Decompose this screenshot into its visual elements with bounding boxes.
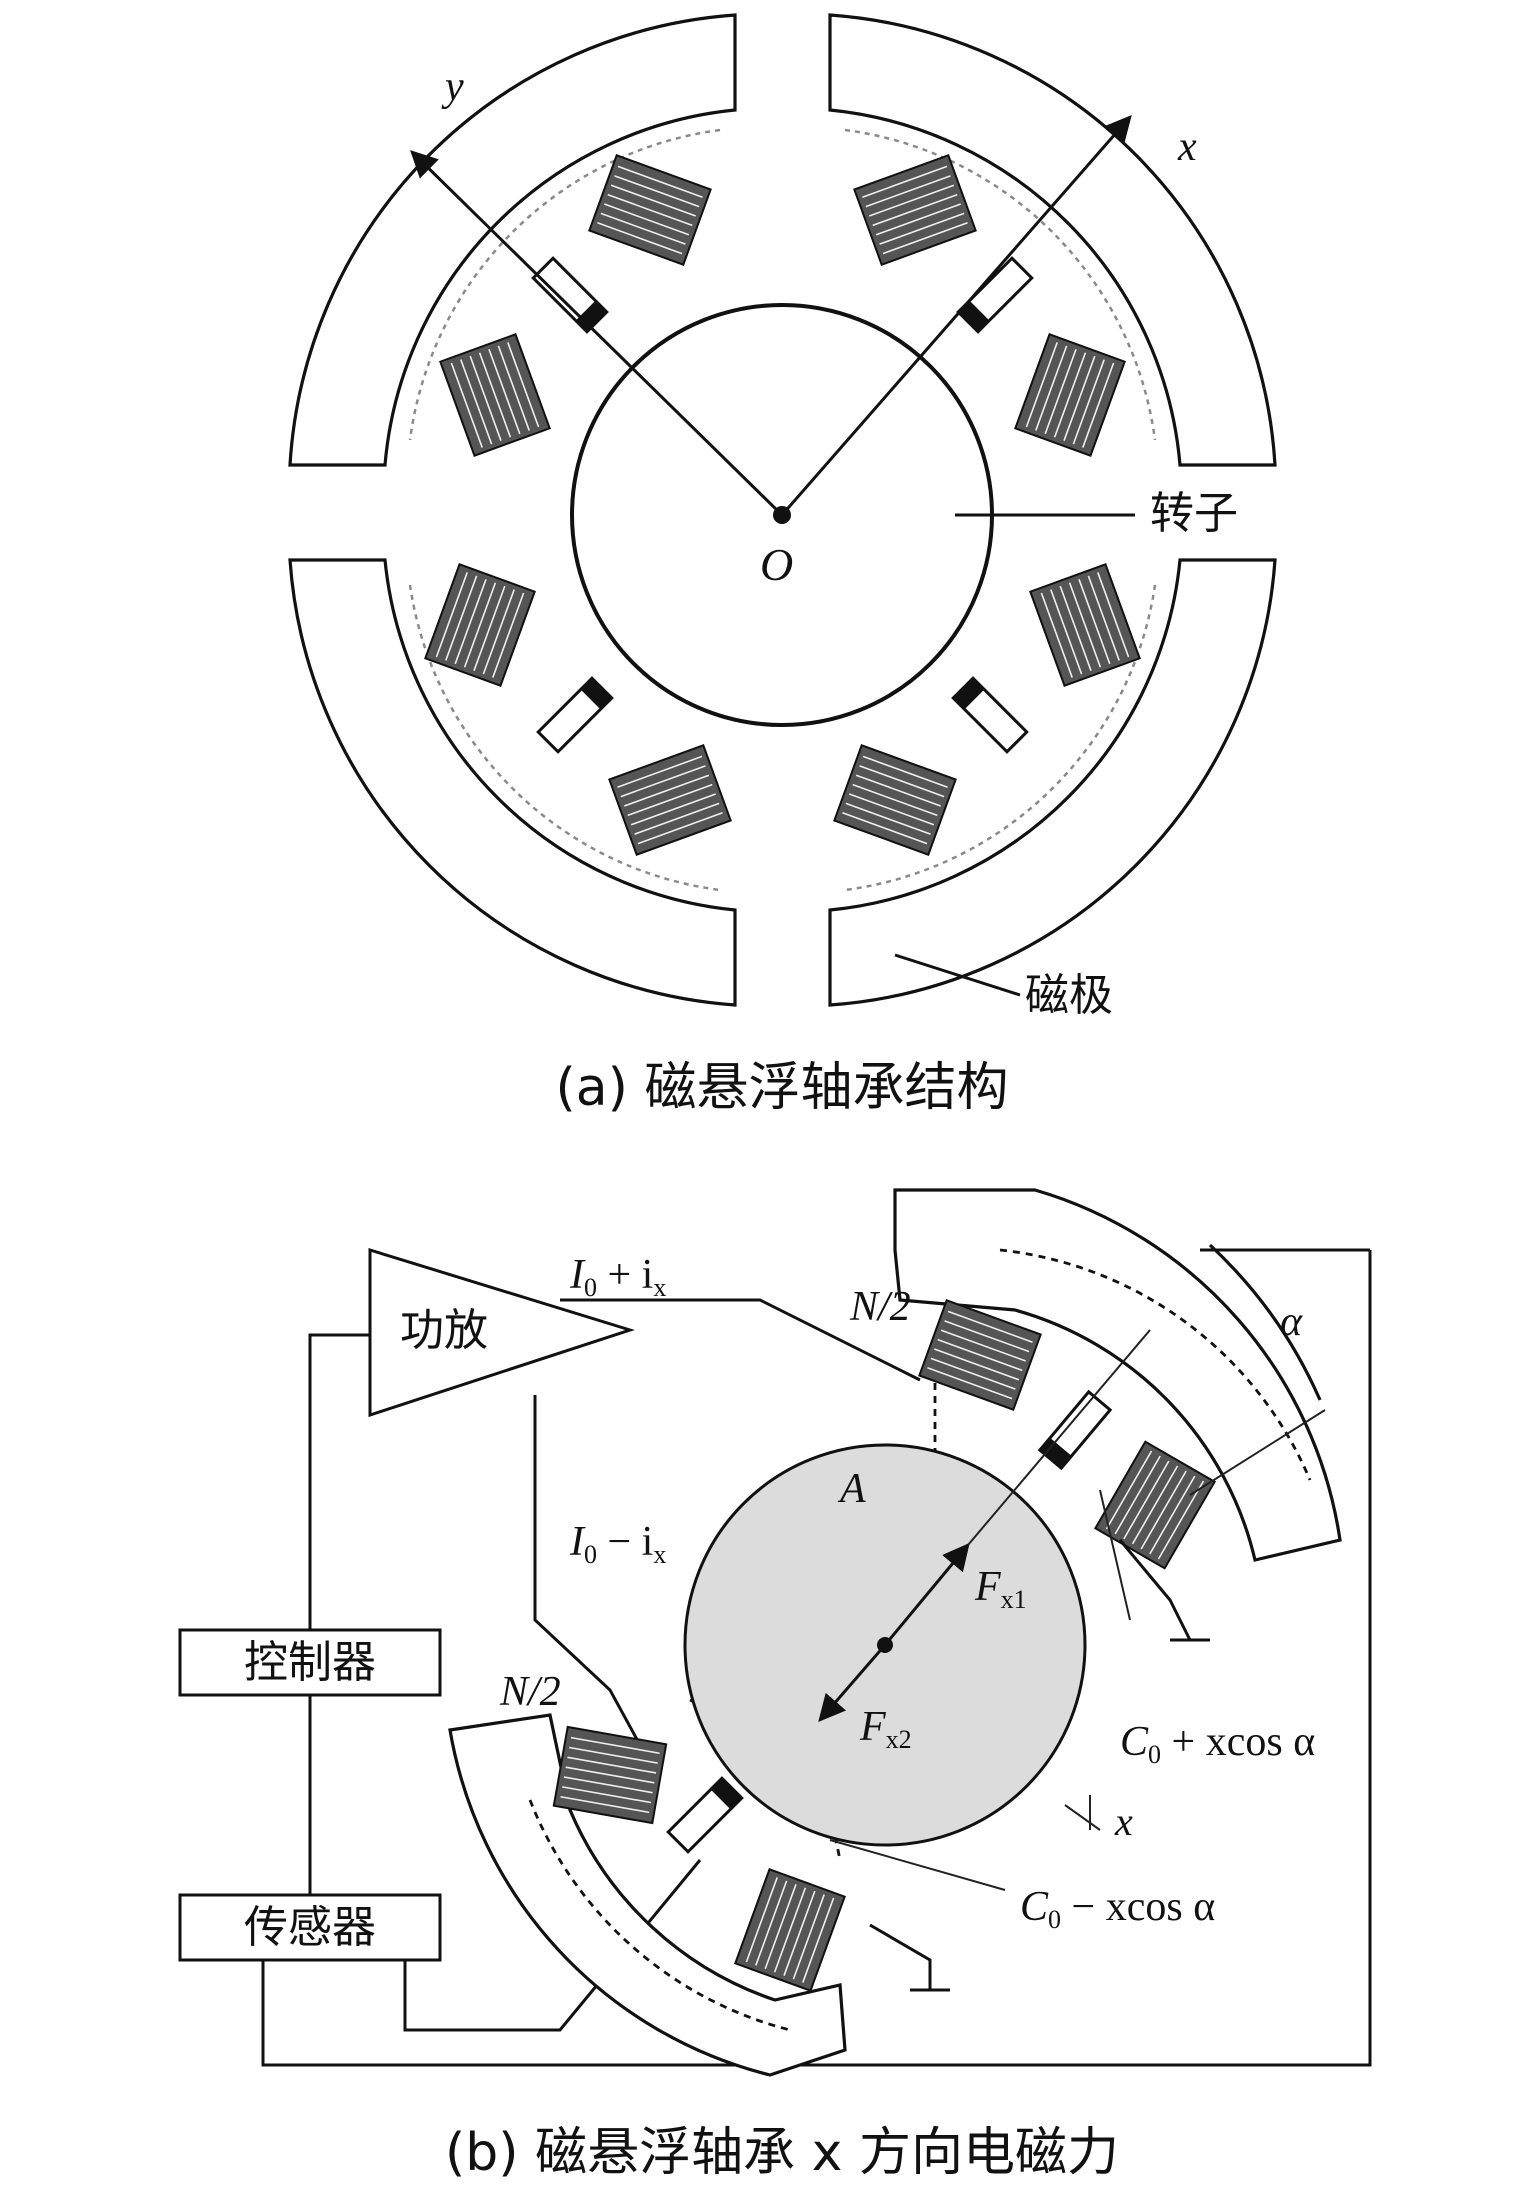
y-axis-arrow [410, 150, 784, 517]
stator-quadrant-top-right [828, 13, 1277, 467]
y-axis-label: y [441, 64, 464, 110]
origin-label: O [760, 539, 793, 590]
sensor-probe-1 [531, 256, 609, 334]
caption-a: (a) 磁悬浮轴承结构 [556, 1058, 1009, 1118]
gap-plus-leader [1099, 1489, 1131, 1621]
gap-plus-label: C0 + xcos α [1120, 1719, 1315, 1769]
coil-8 [833, 744, 957, 856]
sensor-probe-lower [666, 1776, 744, 1854]
angle-reference-line [1189, 1409, 1326, 1496]
wire-amp-controller [308, 1333, 370, 1630]
force-x1-label: Fx1 [974, 1564, 1027, 1614]
wire-current-plus [560, 1298, 921, 1382]
pole-label: 磁极 [1025, 970, 1113, 1021]
stator-quadrant-bottom-left [288, 558, 737, 1007]
amplifier-label: 功放 [400, 1305, 488, 1356]
force-x2-arrow [818, 1644, 887, 1723]
amplifier-triangle [368, 1247, 635, 1418]
turns-bottom-label: N/2 [499, 1669, 561, 1715]
sensor-label: 传感器 [244, 1902, 376, 1953]
coil-1 [588, 154, 712, 266]
force-x1-arrow [883, 1542, 970, 1646]
sensor-probe-upper [1038, 1390, 1112, 1470]
x-direction-line [967, 1329, 1151, 1546]
sensor-probe-4 [951, 676, 1029, 754]
figure-b-electromagnetic-force: 功放 控制器 传感器 [178, 1188, 1372, 2183]
ground-wire-lower [869, 1923, 932, 1990]
wire-outer-loop [261, 1250, 1372, 2067]
coil-5 [424, 563, 536, 687]
current-minus-label: I0 − ix [569, 1519, 666, 1569]
coil-3 [853, 154, 977, 266]
current-plus-label: I0 + ix [569, 1252, 666, 1302]
gap-minus-label: C0 − xcos α [1020, 1884, 1215, 1934]
x-axis-label: x [1177, 124, 1197, 170]
coil-upper-left [918, 1299, 1042, 1411]
coil-6 [608, 744, 732, 856]
x-axis-arrow [780, 114, 1132, 516]
stator-quadrant-top-left [288, 13, 737, 467]
force-x2-label: Fx2 [859, 1704, 912, 1754]
coil-4 [1014, 333, 1126, 457]
sensor-probe-3 [536, 676, 614, 754]
pole-leader-line [894, 953, 1021, 997]
coil-lower-right [734, 1868, 846, 1992]
point-a-label: A [837, 1466, 866, 1512]
displacement-label: x [1114, 1799, 1133, 1844]
rotor-label: 转子 [1150, 488, 1238, 539]
displacement-tick [1064, 1804, 1101, 1831]
coil-2 [439, 333, 551, 457]
ground-wire-upper [1118, 1539, 1192, 1641]
turns-top-label: N/2 [849, 1284, 911, 1330]
coil-lower-left [552, 1725, 668, 1825]
wire-current-minus [533, 1395, 642, 1746]
controller-label: 控制器 [244, 1637, 376, 1688]
stator-quadrant-bottom-right [828, 558, 1277, 1007]
caption-b: (b) 磁悬浮轴承 x 方向电磁力 [445, 2123, 1119, 2183]
gap-minus-leader [829, 1839, 1006, 1891]
figure-a-bearing-structure: y x O 转子 磁极 (a) 磁悬浮轴承结构 [288, 13, 1277, 1118]
coil-7 [1029, 563, 1141, 687]
angle-label: α [1280, 1299, 1303, 1345]
